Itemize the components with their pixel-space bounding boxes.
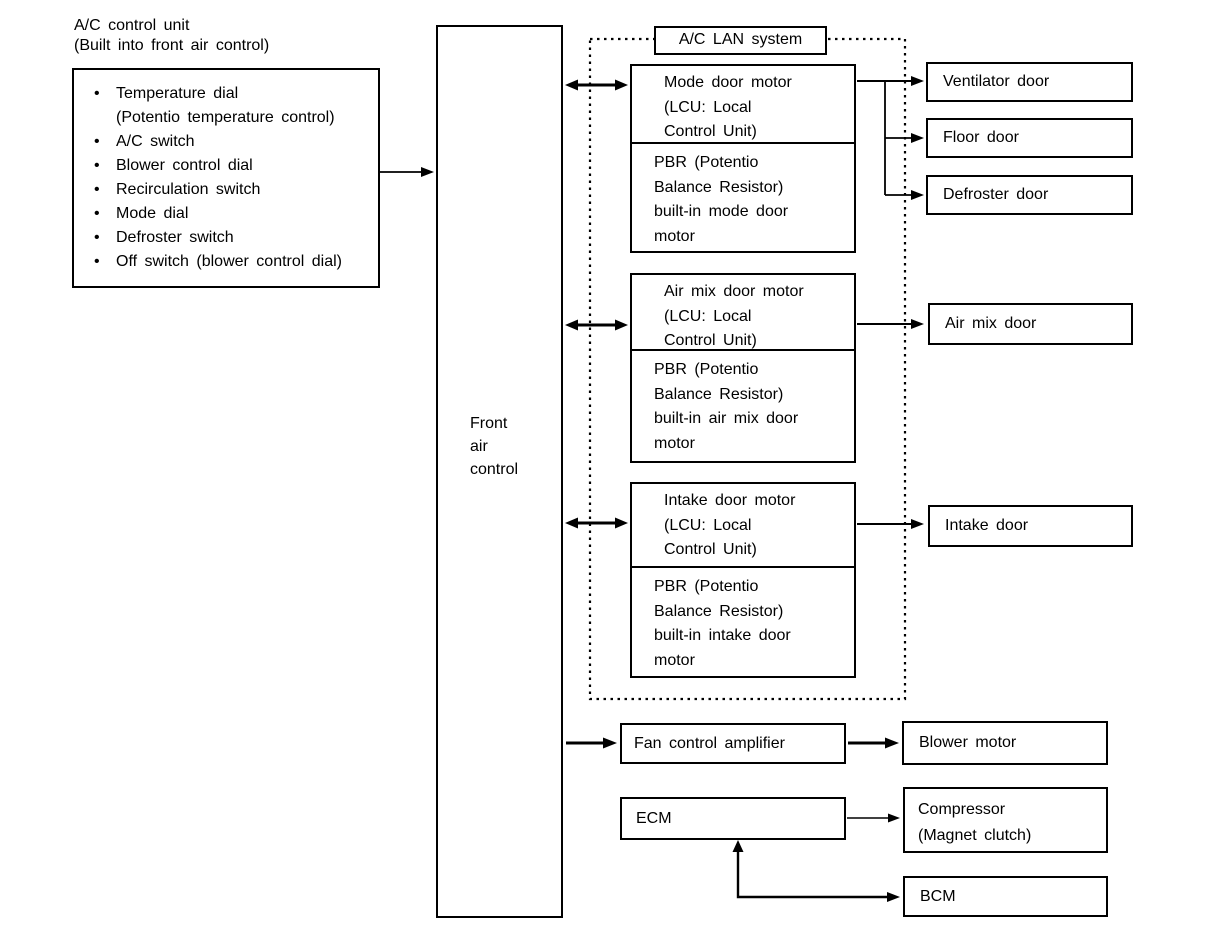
intake-door-motor-pbr-label: PBR (Potentio Balance Resistor) built-in… xyxy=(654,578,791,669)
list-item: • Defroster switch xyxy=(94,226,372,250)
bullet-icon: • xyxy=(94,229,100,246)
list-item-label: Temperature dial (Potentio temperature c… xyxy=(116,85,335,126)
air-mix-door-motor-label: Air mix door motor (LCU: Local Control U… xyxy=(632,275,854,351)
arrow-air-mix-motor-to-door xyxy=(857,319,924,329)
intake-door-motor-label: Intake door motor (LCU: Local Control Un… xyxy=(632,484,854,568)
air-mix-door-motor-box: Air mix door motor (LCU: Local Control U… xyxy=(630,273,856,463)
arrow-front-air-to-air-mix-motor xyxy=(565,319,628,331)
fan-control-amplifier-box: Fan control amplifier xyxy=(620,723,846,764)
bullet-icon: • xyxy=(94,253,100,270)
arrow-mode-motor-to-doors xyxy=(857,76,924,200)
arrow-intake-motor-to-door xyxy=(857,519,924,529)
blower-motor-box: Blower motor xyxy=(902,721,1108,765)
bullet-icon: • xyxy=(94,133,100,150)
list-item-label: Blower control dial xyxy=(116,157,253,174)
bullet-icon: • xyxy=(94,157,100,174)
mode-door-motor-label: Mode door motor (LCU: Local Control Unit… xyxy=(632,66,854,144)
lan-system-label: A/C LAN system xyxy=(654,26,827,55)
list-item-label: Off switch (blower control dial) xyxy=(116,253,342,270)
ac-control-unit-caption: A/C control unit (Built into front air c… xyxy=(74,17,270,54)
arrow-ecm-to-compressor xyxy=(847,813,900,823)
bullet-icon: • xyxy=(94,85,100,102)
list-item-label: Mode dial xyxy=(116,205,189,222)
floor-door-box: Floor door xyxy=(926,118,1133,158)
arrow-control-unit-to-front-air-control xyxy=(380,167,434,177)
bcm-box: BCM xyxy=(903,876,1108,917)
front-air-control-box: Front air control xyxy=(436,25,563,918)
list-item: • Temperature dial (Potentio temperature… xyxy=(94,82,372,130)
front-air-control-label: Front air control xyxy=(470,415,519,478)
arrow-front-air-to-mode-motor xyxy=(565,79,628,91)
list-item-label: Defroster switch xyxy=(116,229,234,246)
ac-control-unit-box: • Temperature dial (Potentio temperature… xyxy=(72,68,380,288)
ventilator-door-box: Ventilator door xyxy=(926,62,1133,102)
intake-door-box: Intake door xyxy=(928,505,1133,547)
intake-door-motor-box: Intake door motor (LCU: Local Control Un… xyxy=(630,482,856,678)
list-item: • A/C switch xyxy=(94,130,372,154)
defroster-door-box: Defroster door xyxy=(926,175,1133,215)
arrow-front-air-to-intake-motor xyxy=(565,517,628,529)
mode-door-motor-pbr-label: PBR (Potentio Balance Resistor) built-in… xyxy=(654,154,789,245)
list-item: • Blower control dial xyxy=(94,154,372,178)
arrow-fan-amplifier-to-blower xyxy=(848,737,899,749)
mode-door-motor-box: Mode door motor (LCU: Local Control Unit… xyxy=(630,64,856,253)
list-item: • Mode dial xyxy=(94,202,372,226)
bullet-icon: • xyxy=(94,205,100,222)
compressor-box: Compressor (Magnet clutch) xyxy=(903,787,1108,853)
ecm-box: ECM xyxy=(620,797,846,840)
list-item: • Off switch (blower control dial) xyxy=(94,250,372,274)
air-mix-door-motor-pbr-label: PBR (Potentio Balance Resistor) built-in… xyxy=(654,361,799,452)
list-item: • Recirculation switch xyxy=(94,178,372,202)
bullet-icon: • xyxy=(94,181,100,198)
arrow-bcm-to-ecm xyxy=(732,840,900,902)
air-mix-door-box: Air mix door xyxy=(928,303,1133,345)
list-item-label: A/C switch xyxy=(116,133,195,150)
arrow-front-air-to-fan-amplifier xyxy=(566,737,617,749)
list-item-label: Recirculation switch xyxy=(116,181,261,198)
